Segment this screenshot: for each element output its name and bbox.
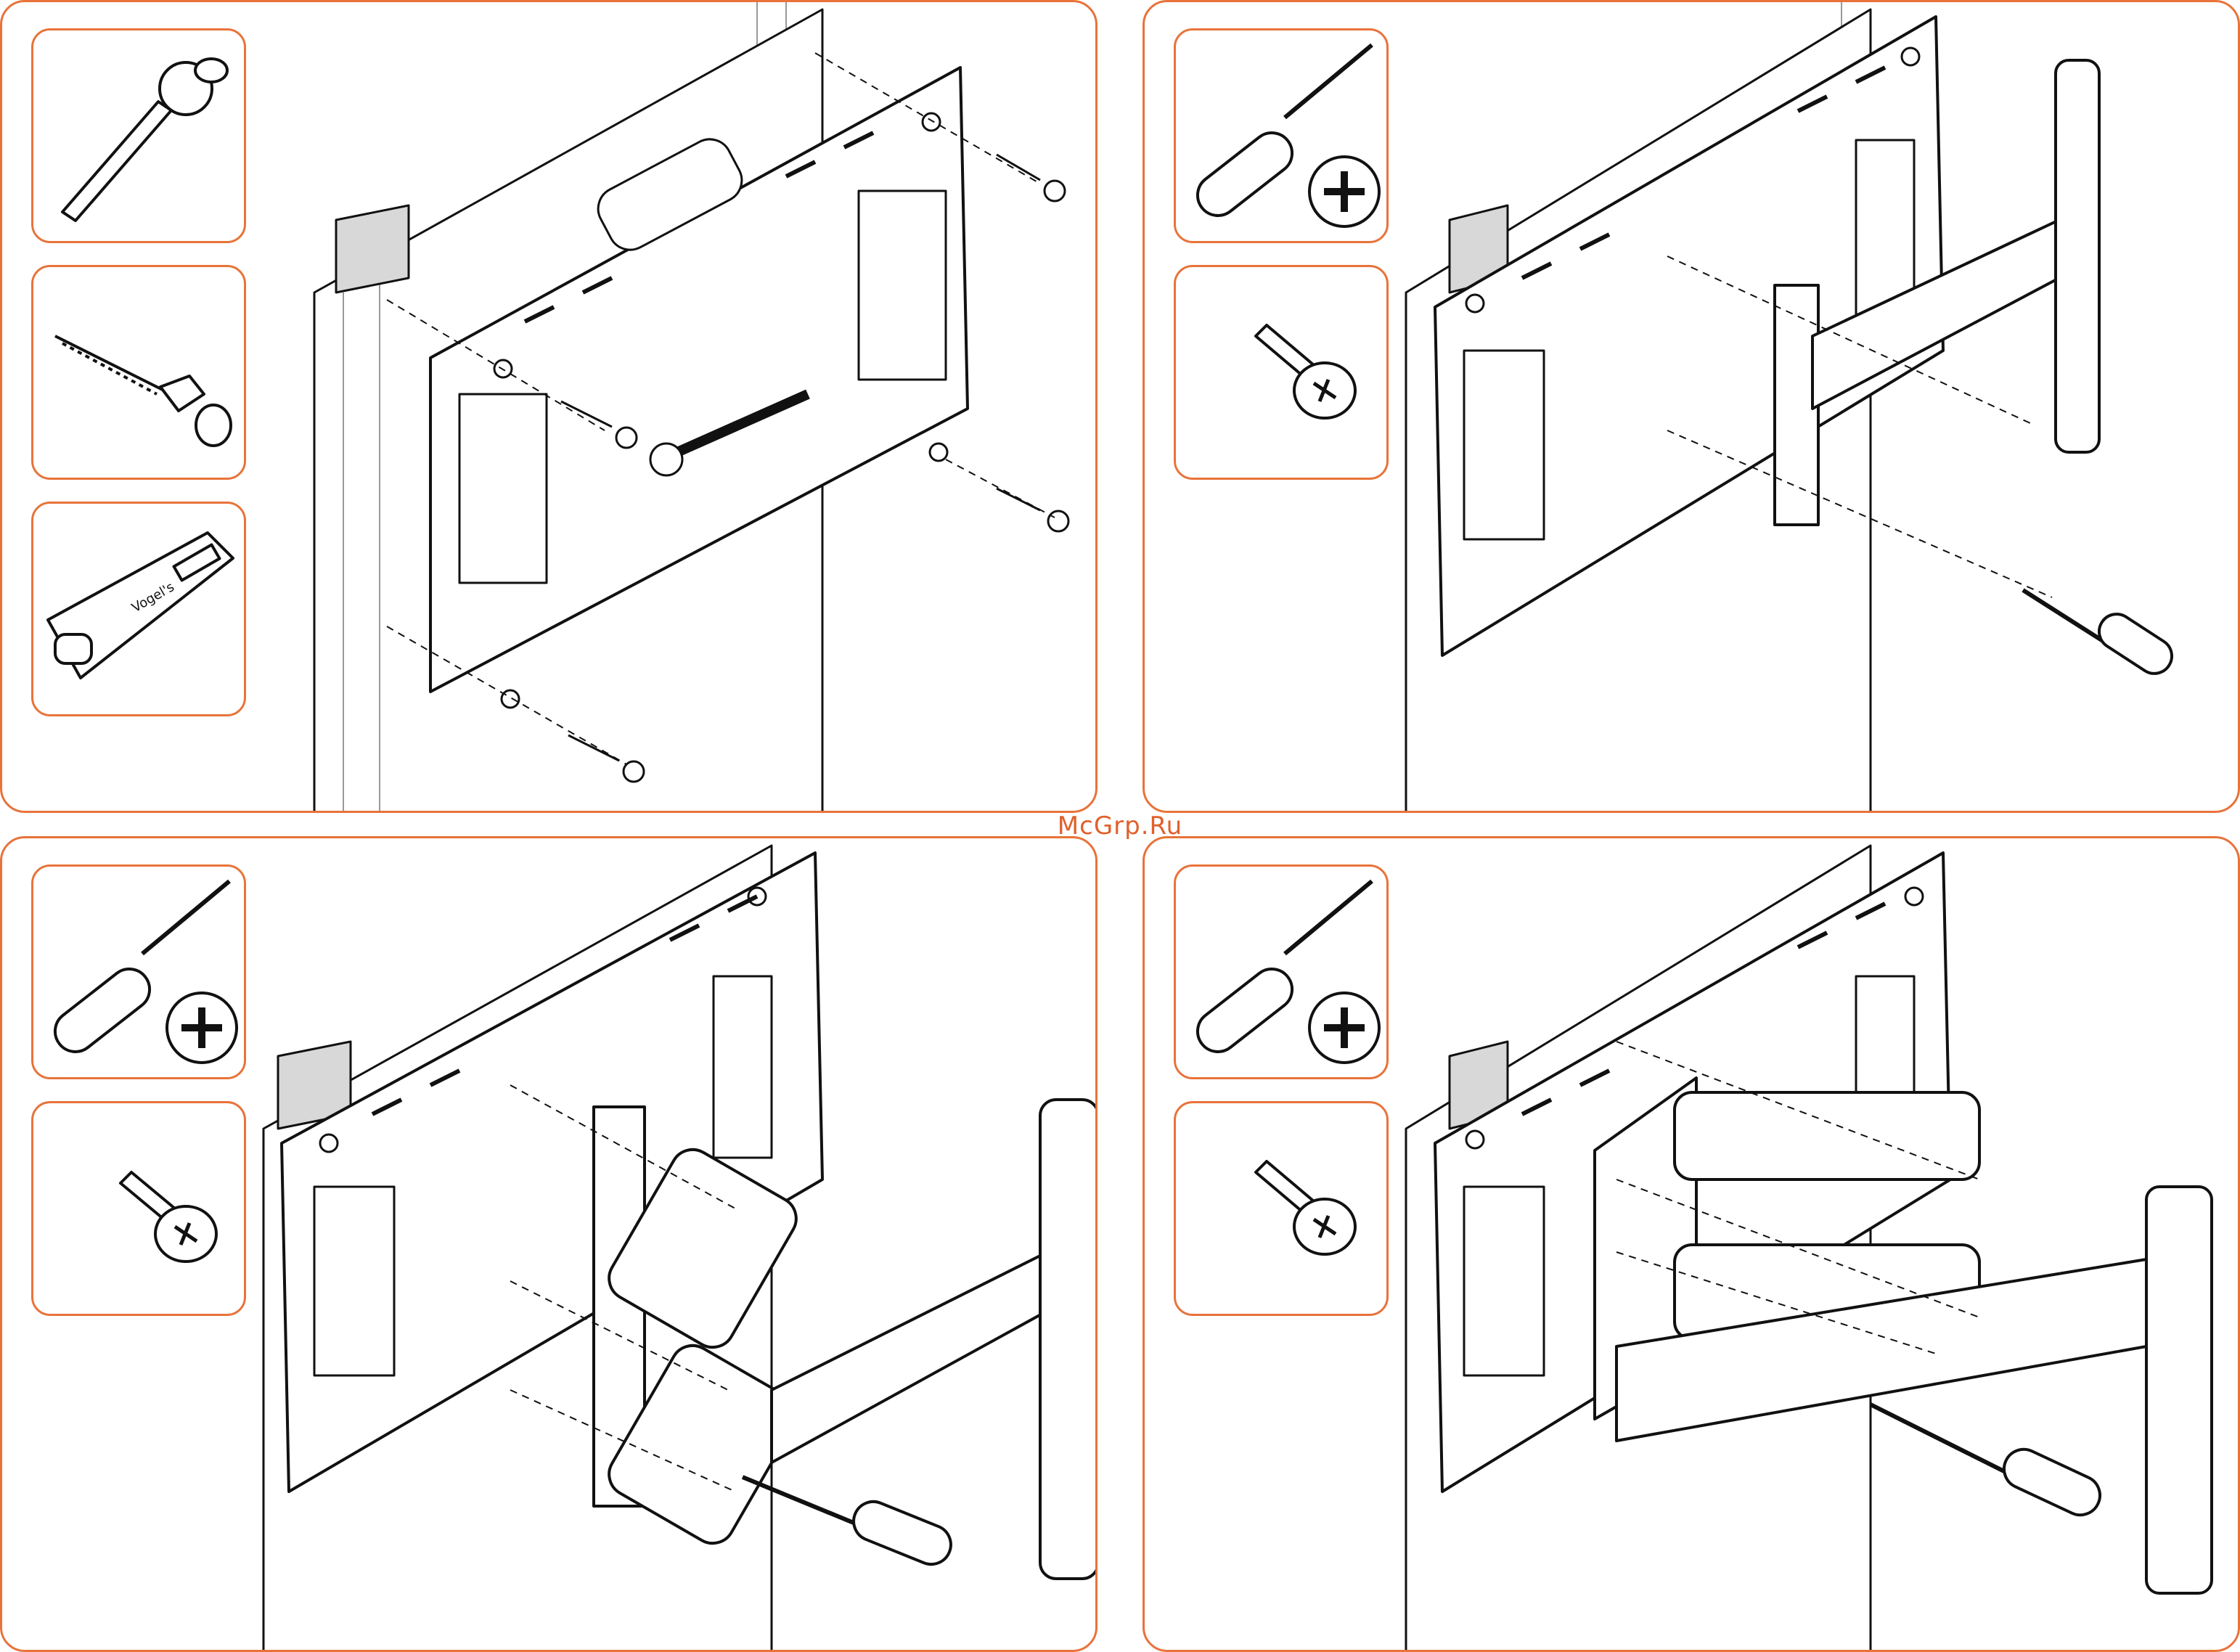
step-4-tool-screw <box>1174 1101 1389 1316</box>
step-1-tool-level: Vogel's <box>31 502 246 716</box>
phillips-screwdriver-icon <box>33 867 248 1081</box>
phillips-screwdriver-icon <box>1176 30 1391 245</box>
watermark-text: McGrp.Ru <box>0 811 2240 841</box>
step-4-panel <box>1143 836 2240 1652</box>
step-2-tool-screw <box>1174 265 1389 480</box>
phillips-screwdriver-icon <box>1176 867 1391 1081</box>
lag-bolt-and-washer-icon <box>33 267 248 482</box>
machine-screw-icon <box>1176 1103 1391 1318</box>
step-4-tool-screwdriver <box>1174 864 1389 1079</box>
bubble-level-icon: Vogel's <box>33 504 248 719</box>
step-2-panel <box>1143 0 2240 813</box>
step-2-tool-screwdriver <box>1174 28 1389 243</box>
step-3-tool-screwdriver <box>31 864 246 1079</box>
step-1-tool-wrench <box>31 28 246 243</box>
step-3-panel <box>0 836 1097 1652</box>
step-1-panel: Vogel's <box>0 0 1097 813</box>
step-3-tool-screw <box>31 1101 246 1316</box>
step-1-tool-lag-bolt <box>31 265 246 480</box>
machine-screw-icon <box>33 1103 248 1318</box>
machine-screw-icon <box>1176 267 1391 482</box>
socket-wrench-icon <box>33 30 248 245</box>
